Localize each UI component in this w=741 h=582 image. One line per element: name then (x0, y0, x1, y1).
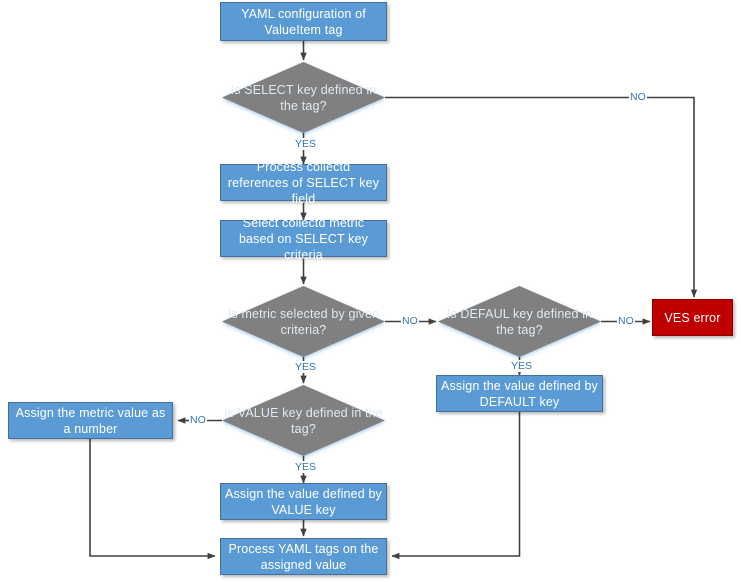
decision-shape-select-key (222, 62, 385, 133)
node-assign-value-key-label: Assign the value defined by VALUE key (225, 486, 382, 517)
node-ves-error[interactable]: VES error (652, 299, 733, 336)
decision-shape-defaul-key (438, 286, 601, 357)
node-decision-metric-selected[interactable]: Is metric selected by given criteria? (222, 286, 385, 357)
connector-select-no-to-ves-error (385, 96, 698, 298)
node-select-collectd-metric-label: Select collectd metric based on SELECT k… (238, 215, 369, 262)
node-start[interactable]: YAML configuration of ValueItem tag (220, 2, 387, 41)
node-assign-metric-number[interactable]: Assign the metric value as a number (8, 402, 173, 439)
node-process-collectd-references-label: Process collectd references of SELECT ke… (227, 159, 380, 206)
node-decision-defaul-key-label: Is DEFAUL key defined in the tag? (446, 306, 593, 337)
node-assign-value-key[interactable]: Assign the value defined by VALUE key (220, 483, 387, 520)
node-assign-default-value[interactable]: Assign the value defined by DEFAULT key (436, 375, 603, 412)
node-decision-defaul-key[interactable]: Is DEFAUL key defined in the tag? (438, 286, 601, 357)
node-decision-metric-selected-label: Is metric selected by given criteria? (227, 306, 380, 337)
edge-label-value-no: NO (189, 414, 207, 426)
node-process-yaml-tags-label: Process YAML tags on the assigned value (228, 541, 379, 572)
edge-label-metric-no: NO (401, 315, 419, 327)
node-decision-value-key-label: Is VALUE key defined in the tag? (224, 405, 383, 436)
decision-shape-metric-selected (222, 286, 385, 357)
node-assign-metric-number-label: Assign the metric value as a number (15, 405, 166, 436)
node-assign-default-value-label: Assign the value defined by DEFAULT key (441, 378, 598, 409)
edge-label-defaul-yes: YES (510, 360, 534, 372)
edge-label-select-no: NO (629, 91, 647, 103)
node-process-collectd-references[interactable]: Process collectd references of SELECT ke… (220, 160, 387, 206)
node-start-label: YAML configuration of ValueItem tag (241, 6, 366, 37)
edge-label-value-yes: YES (294, 461, 318, 473)
connector-assign-number-to-process-yaml (89, 439, 216, 560)
decision-shape-value-key (222, 385, 385, 456)
edge-label-metric-yes: YES (294, 361, 318, 373)
edge-label-defaul-no: NO (617, 315, 635, 327)
node-decision-select-key[interactable]: Is SELECT key defined in the tag? (222, 62, 385, 133)
node-process-yaml-tags[interactable]: Process YAML tags on the assigned value (220, 538, 387, 575)
node-decision-select-key-label: Is SELECT key defined in the tag? (230, 82, 377, 113)
node-decision-value-key[interactable]: Is VALUE key defined in the tag? (222, 385, 385, 456)
node-ves-error-label: VES error (664, 310, 721, 325)
node-select-collectd-metric[interactable]: Select collectd metric based on SELECT k… (220, 216, 387, 262)
edge-label-select-yes: YES (294, 138, 318, 150)
connector-assign-default-to-process-yaml (391, 412, 521, 560)
